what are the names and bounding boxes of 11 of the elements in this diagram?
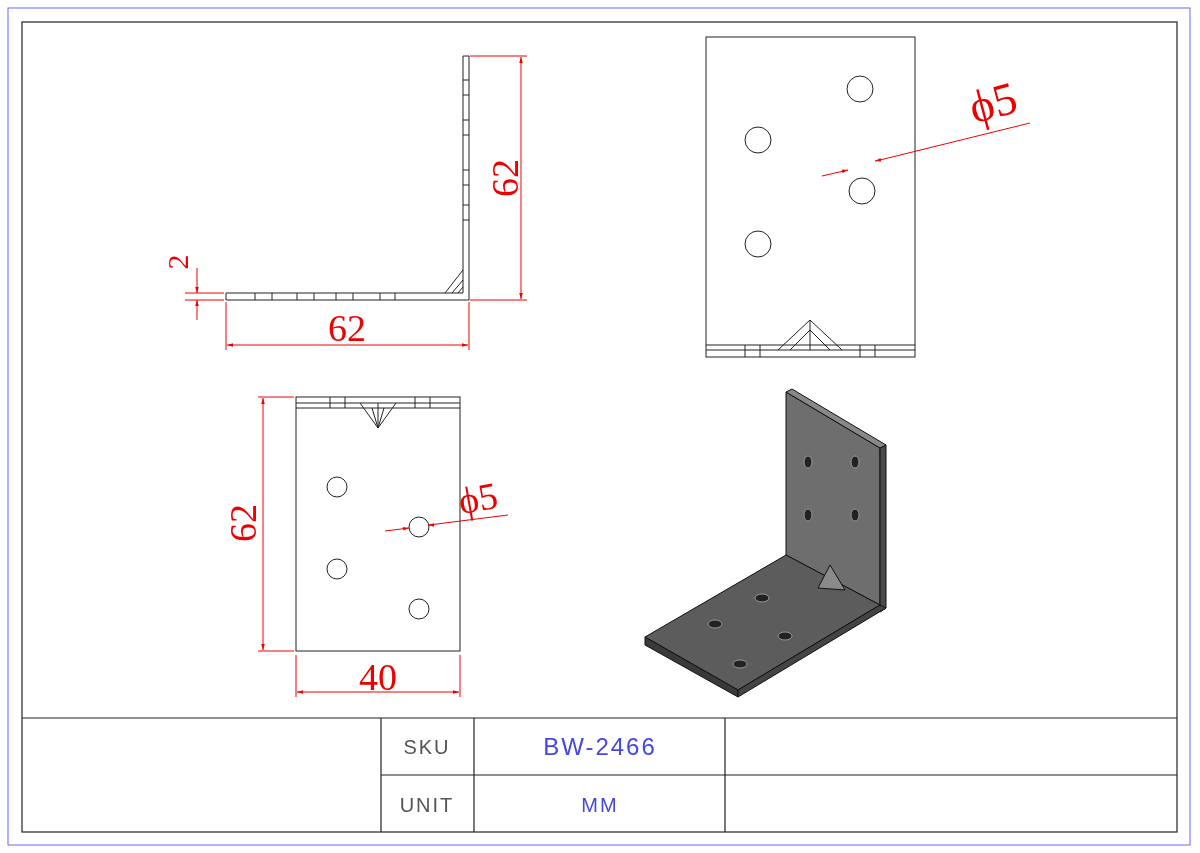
table-label: UNIT — [399, 795, 455, 815]
dimension-label: 62 — [224, 504, 262, 542]
dimension-label: 2 — [163, 254, 193, 270]
dimension-label: 62 — [328, 309, 366, 347]
dimension-label: ϕ5 — [964, 74, 1022, 132]
dimension-label: ϕ5 — [455, 475, 501, 521]
table-value: BW-2466 — [543, 735, 657, 759]
dimension-label: 62 — [486, 159, 524, 197]
table-label: SKU — [403, 737, 451, 757]
table-value: MM — [581, 795, 619, 815]
dimension-label: 40 — [359, 658, 397, 696]
